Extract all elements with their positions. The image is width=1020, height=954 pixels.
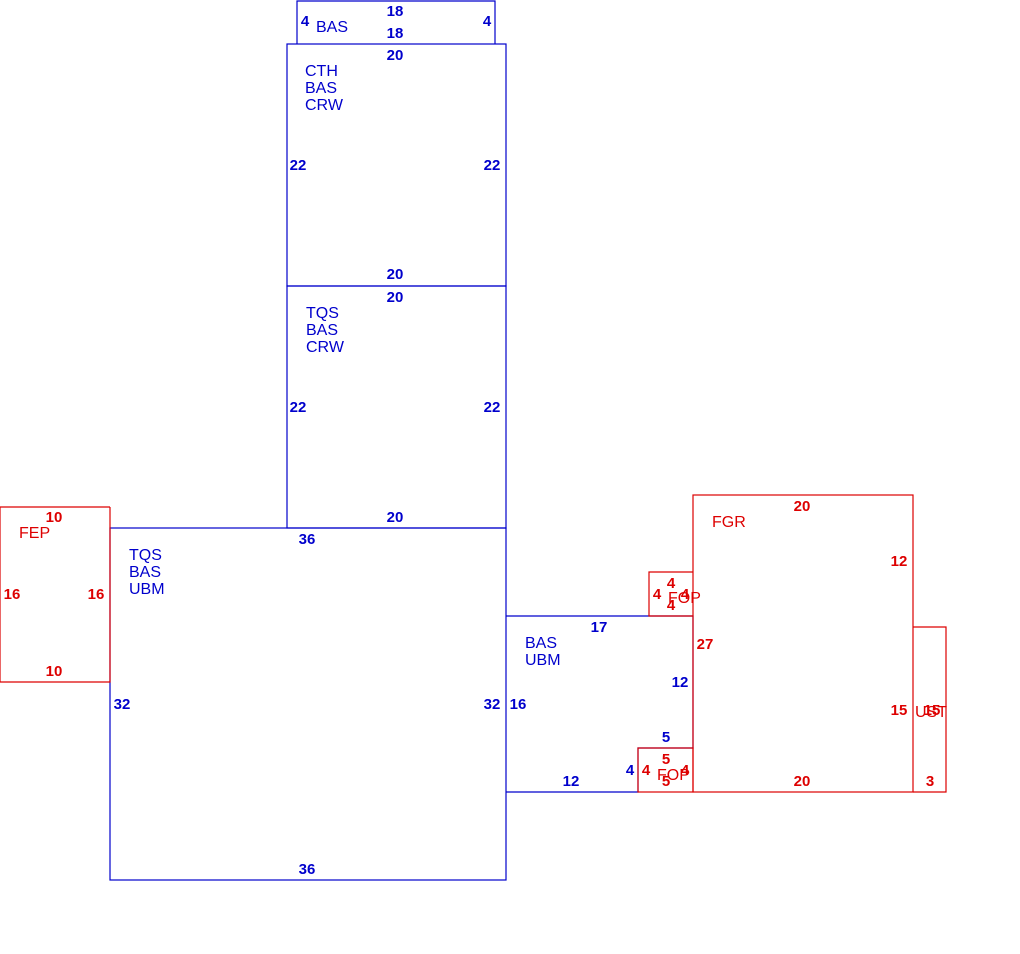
dimension-label: 16 xyxy=(510,696,527,713)
dimension-label: 5 xyxy=(662,773,670,790)
dimension-label: 27 xyxy=(697,636,714,653)
dimension-label: 18 xyxy=(387,3,404,20)
area-fep: FEP 10 10 16 16 xyxy=(0,506,111,683)
area-code: BAS xyxy=(525,635,557,652)
dimension-label: 4 xyxy=(681,586,690,603)
dimension-label: 12 xyxy=(563,773,580,790)
area-code: FGR xyxy=(712,514,746,531)
dimension-label: 4 xyxy=(301,13,310,30)
dimension-label: 36 xyxy=(299,861,316,878)
area-code: BAS xyxy=(316,19,348,36)
dimension-label: 4 xyxy=(483,13,492,30)
dimension-label: 32 xyxy=(484,696,501,713)
area-code: TQS xyxy=(306,305,339,322)
dimension-label: 5 xyxy=(662,751,670,768)
dimension-label: 20 xyxy=(387,509,404,526)
dimension-label: 16 xyxy=(4,586,21,603)
dimension-label: 10 xyxy=(46,509,63,526)
dimension-label: 20 xyxy=(387,47,404,64)
area-outline xyxy=(692,494,914,793)
dimension-label: 22 xyxy=(290,157,307,174)
area-outline xyxy=(109,527,507,881)
area-code: BAS xyxy=(305,80,337,97)
dimension-label: 3 xyxy=(926,773,934,790)
dimension-label: 20 xyxy=(387,266,404,283)
area-outline xyxy=(296,0,496,44)
dimension-label: 5 xyxy=(662,729,670,746)
dimension-label: 4 xyxy=(681,762,690,779)
area-code: BAS xyxy=(306,322,338,339)
dimension-label: 32 xyxy=(114,696,131,713)
dimension-label: 12 xyxy=(891,553,908,570)
area-outline xyxy=(913,626,947,793)
area-code: TQS xyxy=(129,547,162,564)
dimension-label: 4 xyxy=(653,586,662,603)
dimension-label: 18 xyxy=(387,25,404,42)
area-code: UBM xyxy=(525,652,561,669)
area-code: UBM xyxy=(129,581,165,598)
dimension-label: 10 xyxy=(46,663,63,680)
area-ust: UST 15 3 xyxy=(913,626,947,793)
dimension-label: 20 xyxy=(387,289,404,306)
area-fgr: FGR 20 20 12 27 15 xyxy=(692,494,914,793)
dimension-label: 20 xyxy=(794,498,811,515)
area-code: CRW xyxy=(306,339,345,356)
dimension-label: 4 xyxy=(667,575,676,592)
area-outline xyxy=(648,571,693,617)
area-tqs-main: TQS BAS UBM 36 36 32 32 xyxy=(109,527,507,881)
area-tqs-upper: TQS BAS CRW 20 20 22 22 xyxy=(286,285,507,529)
dimension-label: 20 xyxy=(794,773,811,790)
area-code: FOP xyxy=(657,767,690,784)
dimension-label: 4 xyxy=(667,597,676,614)
dimension-label: 4 xyxy=(626,762,635,779)
area-bas-top: BAS 18 18 4 4 xyxy=(296,0,496,44)
dimension-label: 22 xyxy=(484,157,501,174)
area-cth-block: CTH BAS CRW 20 20 22 22 xyxy=(286,43,507,287)
dimension-label: 15 xyxy=(891,702,908,719)
area-fop-lower: FOP 5 5 4 4 xyxy=(637,747,694,793)
dimension-label: 36 xyxy=(299,531,316,548)
dimension-label: 4 xyxy=(642,762,651,779)
dimension-label: 22 xyxy=(290,399,307,416)
area-code: CTH xyxy=(305,63,338,80)
area-code: CRW xyxy=(305,97,344,114)
dimension-label: 17 xyxy=(591,619,608,636)
area-code: UST xyxy=(915,704,947,721)
dimension-label: 16 xyxy=(88,586,105,603)
area-code: FEP xyxy=(19,525,50,542)
area-code: BAS xyxy=(129,564,161,581)
area-outline xyxy=(0,506,111,683)
dimension-label: 12 xyxy=(672,674,689,691)
dimension-label: 22 xyxy=(484,399,501,416)
dimension-label: 15 xyxy=(924,702,941,719)
